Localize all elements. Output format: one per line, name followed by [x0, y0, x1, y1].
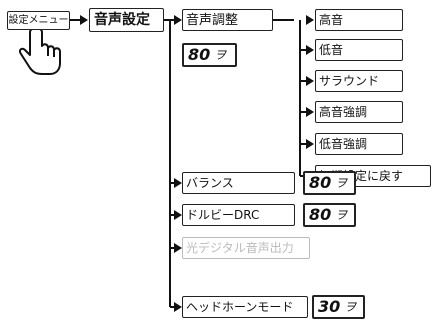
headphone-mode-value-box: 30 ヲ — [312, 295, 365, 319]
sound-adjust-label: 音声調整 — [186, 12, 239, 28]
balance-value: 80 — [309, 173, 332, 192]
headphone-mode-label: ヘッドホーンモード — [186, 300, 294, 314]
sub-item-bass-boost[interactable]: 低音強調 — [315, 133, 403, 155]
dolby-drc-label: ドルビーDRC — [186, 208, 260, 222]
sub-item-label: サラウンド — [319, 74, 380, 88]
headphone-mode-value: 30 — [318, 297, 341, 316]
headphone-mode-value-suffix: ヲ — [344, 300, 357, 314]
balance-value-suffix: ヲ — [335, 176, 348, 190]
settings-menu-button[interactable]: 設定メニュー — [7, 11, 70, 30]
settings-menu-label: 設定メニュー — [8, 14, 69, 26]
sub-item-label: 低音 — [319, 43, 344, 57]
dolby-drc-value-suffix: ヲ — [335, 208, 348, 222]
pointing-hand-icon — [18, 27, 61, 75]
headphone-mode-item[interactable]: ヘッドホーンモード — [182, 296, 308, 318]
dolby-drc-item[interactable]: ドルビーDRC — [182, 204, 295, 226]
sound-adjust-value-suffix: ヲ — [214, 48, 227, 62]
dolby-drc-value-box: 80 ヲ — [303, 203, 356, 227]
sub-item-label: 高音強調 — [319, 105, 368, 119]
balance-item[interactable]: バランス — [182, 172, 295, 194]
sub-item-label: 低音強調 — [319, 137, 368, 151]
sound-adjust-value: 80 — [188, 45, 211, 64]
sound-settings-item[interactable]: 音声設定 — [89, 8, 164, 32]
balance-value-box: 80 ヲ — [303, 171, 356, 195]
sub-item-treble-boost[interactable]: 高音強調 — [315, 101, 403, 123]
optical-output-label: 光デジタル音声出力 — [186, 241, 294, 255]
sub-item-label: 高音 — [319, 13, 344, 27]
sound-adjust-item[interactable]: 音声調整 — [182, 9, 273, 31]
sound-adjust-value-box: 80 ヲ — [182, 43, 237, 67]
balance-label: バランス — [186, 176, 234, 190]
optical-output-item: 光デジタル音声出力 — [182, 237, 310, 259]
sub-item-surround[interactable]: サラウンド — [315, 70, 403, 92]
dolby-drc-value: 80 — [309, 205, 332, 224]
sub-item-treble[interactable]: 高音 — [315, 9, 403, 31]
sub-item-bass[interactable]: 低音 — [315, 39, 403, 61]
sound-settings-label: 音声設定 — [94, 12, 150, 28]
